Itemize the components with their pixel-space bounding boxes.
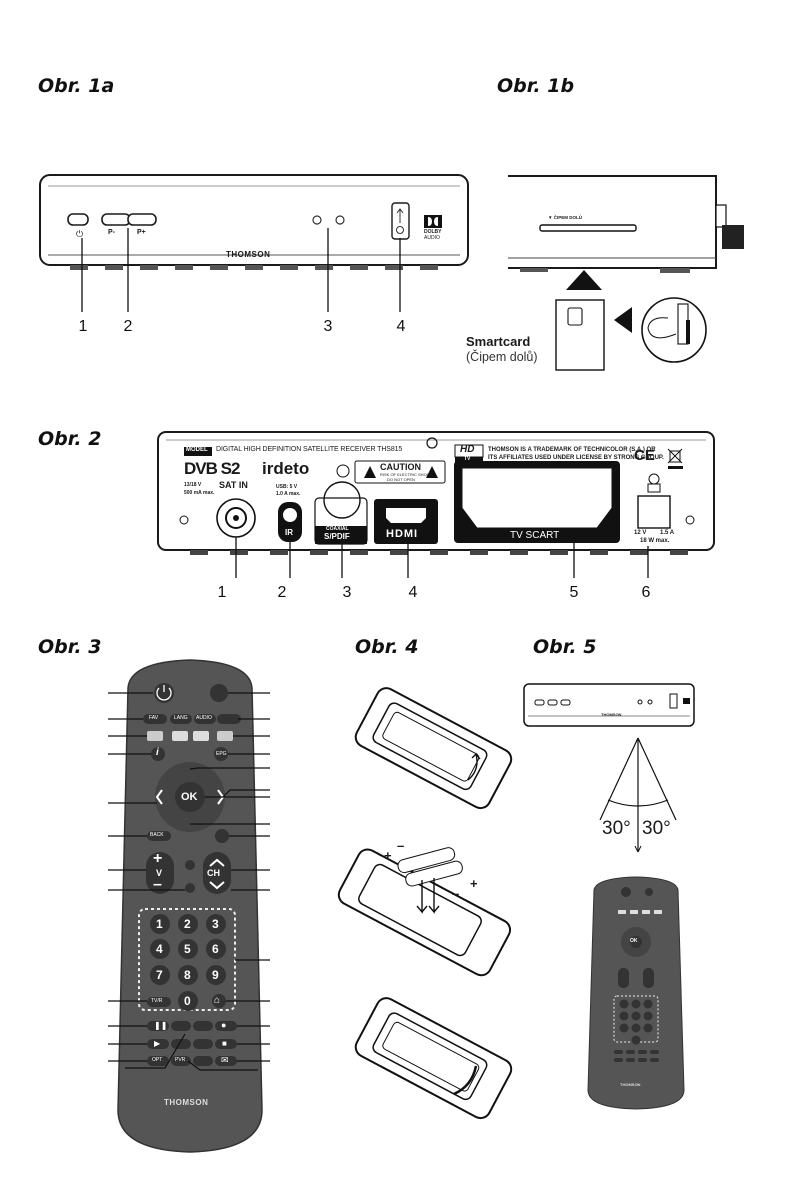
callout-2-1: 1 bbox=[217, 584, 227, 601]
remote-digit-0: 0 bbox=[184, 994, 191, 1008]
remote-digit-9: 9 bbox=[212, 968, 219, 982]
smartcard-hint: (Čipem dolů) bbox=[466, 350, 538, 364]
figure-title-1b: Obr. 1b bbox=[497, 75, 575, 97]
usb-spec-2: 1.0 A max. bbox=[276, 491, 301, 497]
figure-title-1a: Obr. 1a bbox=[38, 75, 115, 97]
remote-opt-label: OPT bbox=[152, 1057, 163, 1063]
remote-epg-label: EPG bbox=[216, 751, 227, 757]
hd-tv-logo: TV bbox=[464, 456, 471, 462]
remote-ch-label: CH bbox=[207, 868, 220, 878]
remote-mail-icon: ✉ bbox=[221, 1055, 229, 1065]
slot-label: ▼ ČIPEM DOLŮ bbox=[548, 215, 582, 220]
remote-stop-icon: ■ bbox=[222, 1039, 227, 1048]
battery-minus-right: – bbox=[452, 886, 460, 901]
irdeto-logo: irdeto bbox=[262, 459, 310, 478]
hdmi-label: HDMI bbox=[386, 528, 419, 540]
callout-2-4: 4 bbox=[408, 584, 418, 601]
remote-digit-7: 7 bbox=[156, 968, 163, 982]
callout-2-5: 5 bbox=[569, 584, 579, 601]
angle-right-label: 30° bbox=[642, 818, 671, 839]
remote-info-icon: i bbox=[156, 747, 159, 758]
remote-digit-5: 5 bbox=[184, 942, 191, 956]
mini-front-brand: THOMSON bbox=[601, 712, 622, 717]
front-brand-logo: THOMSON bbox=[226, 250, 271, 259]
power-spec-1: 12 V bbox=[634, 530, 647, 536]
battery-minus-left: – bbox=[397, 838, 405, 853]
hd-logo: HD bbox=[460, 444, 475, 455]
sat-in-spec-2: 500 mA max. bbox=[184, 490, 215, 496]
remote-back-label: BACK bbox=[150, 832, 164, 838]
figure-title-4: Obr. 4 bbox=[355, 636, 419, 658]
power-spec-2: 1.5 A bbox=[660, 530, 675, 536]
remote-play-icon: ▶ bbox=[154, 1039, 161, 1048]
coaxial-label-1: COAXIAL bbox=[326, 526, 349, 532]
mini-ok-label: OK bbox=[630, 938, 638, 944]
coaxial-label-2: S/PDIF bbox=[324, 532, 350, 541]
figure-title-3: Obr. 3 bbox=[38, 636, 102, 658]
angle-left-label: 30° bbox=[602, 818, 631, 839]
remote-pvr-label: PVR bbox=[175, 1057, 186, 1063]
caution-sub-1: RISK OF ELECTRIC SHOCK bbox=[380, 472, 433, 477]
battery-plus-left: + bbox=[384, 848, 392, 863]
remote-vol-label: V bbox=[156, 868, 163, 878]
button-next-label: P+ bbox=[137, 229, 146, 236]
remote-tvr-label: TV/R bbox=[151, 998, 163, 1004]
sat-in-spec-1: 13/18 V bbox=[184, 482, 202, 488]
trademark-line-2: ITS AFFILIATES USED UNDER LICENSE BY STR… bbox=[488, 455, 664, 461]
mini-remote-brand: THOMSON bbox=[620, 1082, 641, 1087]
remote-vol-minus: – bbox=[153, 876, 162, 893]
dolby-label-1: DOLBY bbox=[424, 229, 442, 235]
remote-audio-label: AUDIO bbox=[196, 715, 212, 721]
callout-1a-4: 4 bbox=[396, 318, 406, 335]
callout-1a-3: 3 bbox=[323, 318, 333, 335]
scart-label: TV SCART bbox=[510, 530, 560, 541]
remote-digit-1: 1 bbox=[156, 917, 163, 931]
callout-1a-1: 1 bbox=[78, 318, 88, 335]
callout-2-2: 2 bbox=[277, 584, 287, 601]
remote-lang-label: LANG bbox=[174, 715, 188, 721]
dolby-label-2: AUDIO bbox=[424, 235, 440, 241]
remote-fav-label: FAV bbox=[149, 715, 159, 721]
ce-mark: CE bbox=[634, 447, 655, 464]
remote-digit-2: 2 bbox=[184, 917, 191, 931]
callout-2-3: 3 bbox=[342, 584, 352, 601]
usb-spec-1: USB: 5 V bbox=[276, 484, 298, 490]
caution-sub-2: DO NOT OPEN bbox=[387, 477, 415, 482]
model-text: DIGITAL HIGH DEFINITION SATELLITE RECEIV… bbox=[216, 446, 403, 453]
sat-in-label: SAT IN bbox=[219, 480, 248, 490]
slot-label-text: ČIPEM DOLŮ bbox=[553, 215, 582, 220]
power-button-icon: ⏻ bbox=[76, 229, 84, 239]
remote-ok-label: OK bbox=[181, 791, 198, 803]
callout-2-6: 6 bbox=[641, 584, 651, 601]
remote-pause-icon: ❚❚ bbox=[154, 1021, 168, 1030]
remote-digit-6: 6 bbox=[212, 942, 219, 956]
remote-home-icon: ⌂ bbox=[214, 995, 221, 1006]
ir-label: IR bbox=[285, 528, 293, 537]
remote-brand: THOMSON bbox=[164, 1098, 209, 1107]
remote-record-icon: ● bbox=[221, 1020, 227, 1030]
battery-plus-right: + bbox=[470, 876, 478, 891]
remote-vol-plus: + bbox=[153, 850, 163, 867]
remote-digit-3: 3 bbox=[212, 917, 219, 931]
remote-digit-4: 4 bbox=[156, 942, 163, 956]
callout-1a-2: 2 bbox=[123, 318, 133, 335]
model-tag: MODEL bbox=[186, 447, 208, 453]
caution-title: CAUTION bbox=[380, 462, 421, 472]
trademark-line-1: THOMSON IS A TRADEMARK OF TECHNICOLOR (S… bbox=[488, 447, 656, 453]
figure-title-5: Obr. 5 bbox=[533, 636, 597, 658]
remote-digit-8: 8 bbox=[184, 968, 191, 982]
smartcard-title: Smartcard bbox=[466, 334, 531, 349]
dvb-s2-logo: DVB S2 bbox=[184, 459, 240, 478]
figure-title-2: Obr. 2 bbox=[38, 428, 102, 450]
button-prev-label: P- bbox=[108, 229, 115, 236]
power-spec-3: 18 W max. bbox=[640, 538, 670, 544]
